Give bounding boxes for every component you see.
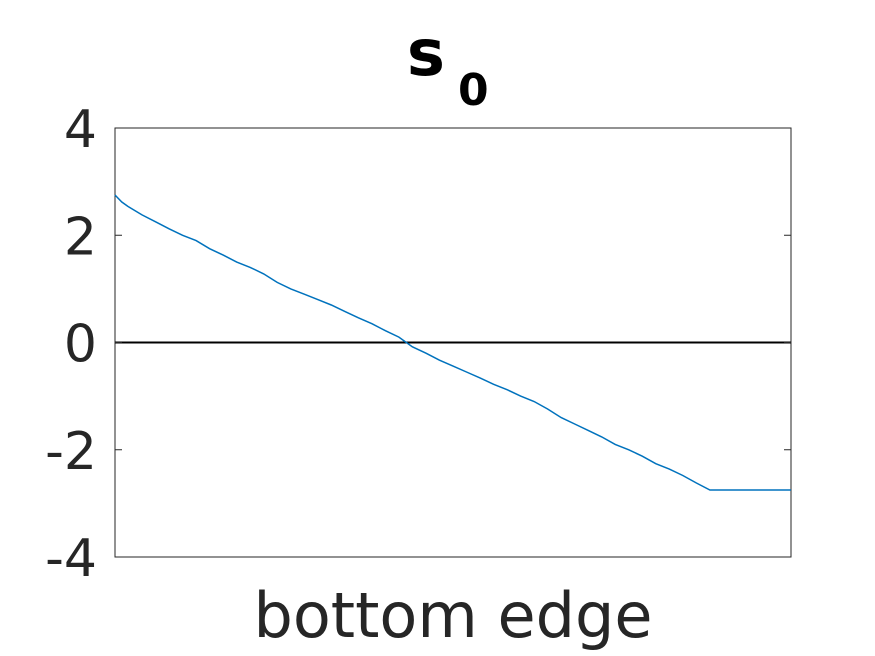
y-tick-label: 0 [64, 315, 97, 375]
y-tick-label: -2 [45, 422, 97, 482]
x-axis-label: bottom edge [254, 579, 653, 652]
y-tick-label: 2 [64, 207, 97, 267]
chart-title-subscript: 0 [458, 65, 489, 116]
series-line [114, 194, 791, 491]
y-tick-label: 4 [64, 100, 97, 160]
chart-title: s [407, 17, 445, 91]
y-axis: 4 2 0 -2 -4 [45, 100, 791, 589]
y-tick-label: -4 [45, 529, 97, 589]
